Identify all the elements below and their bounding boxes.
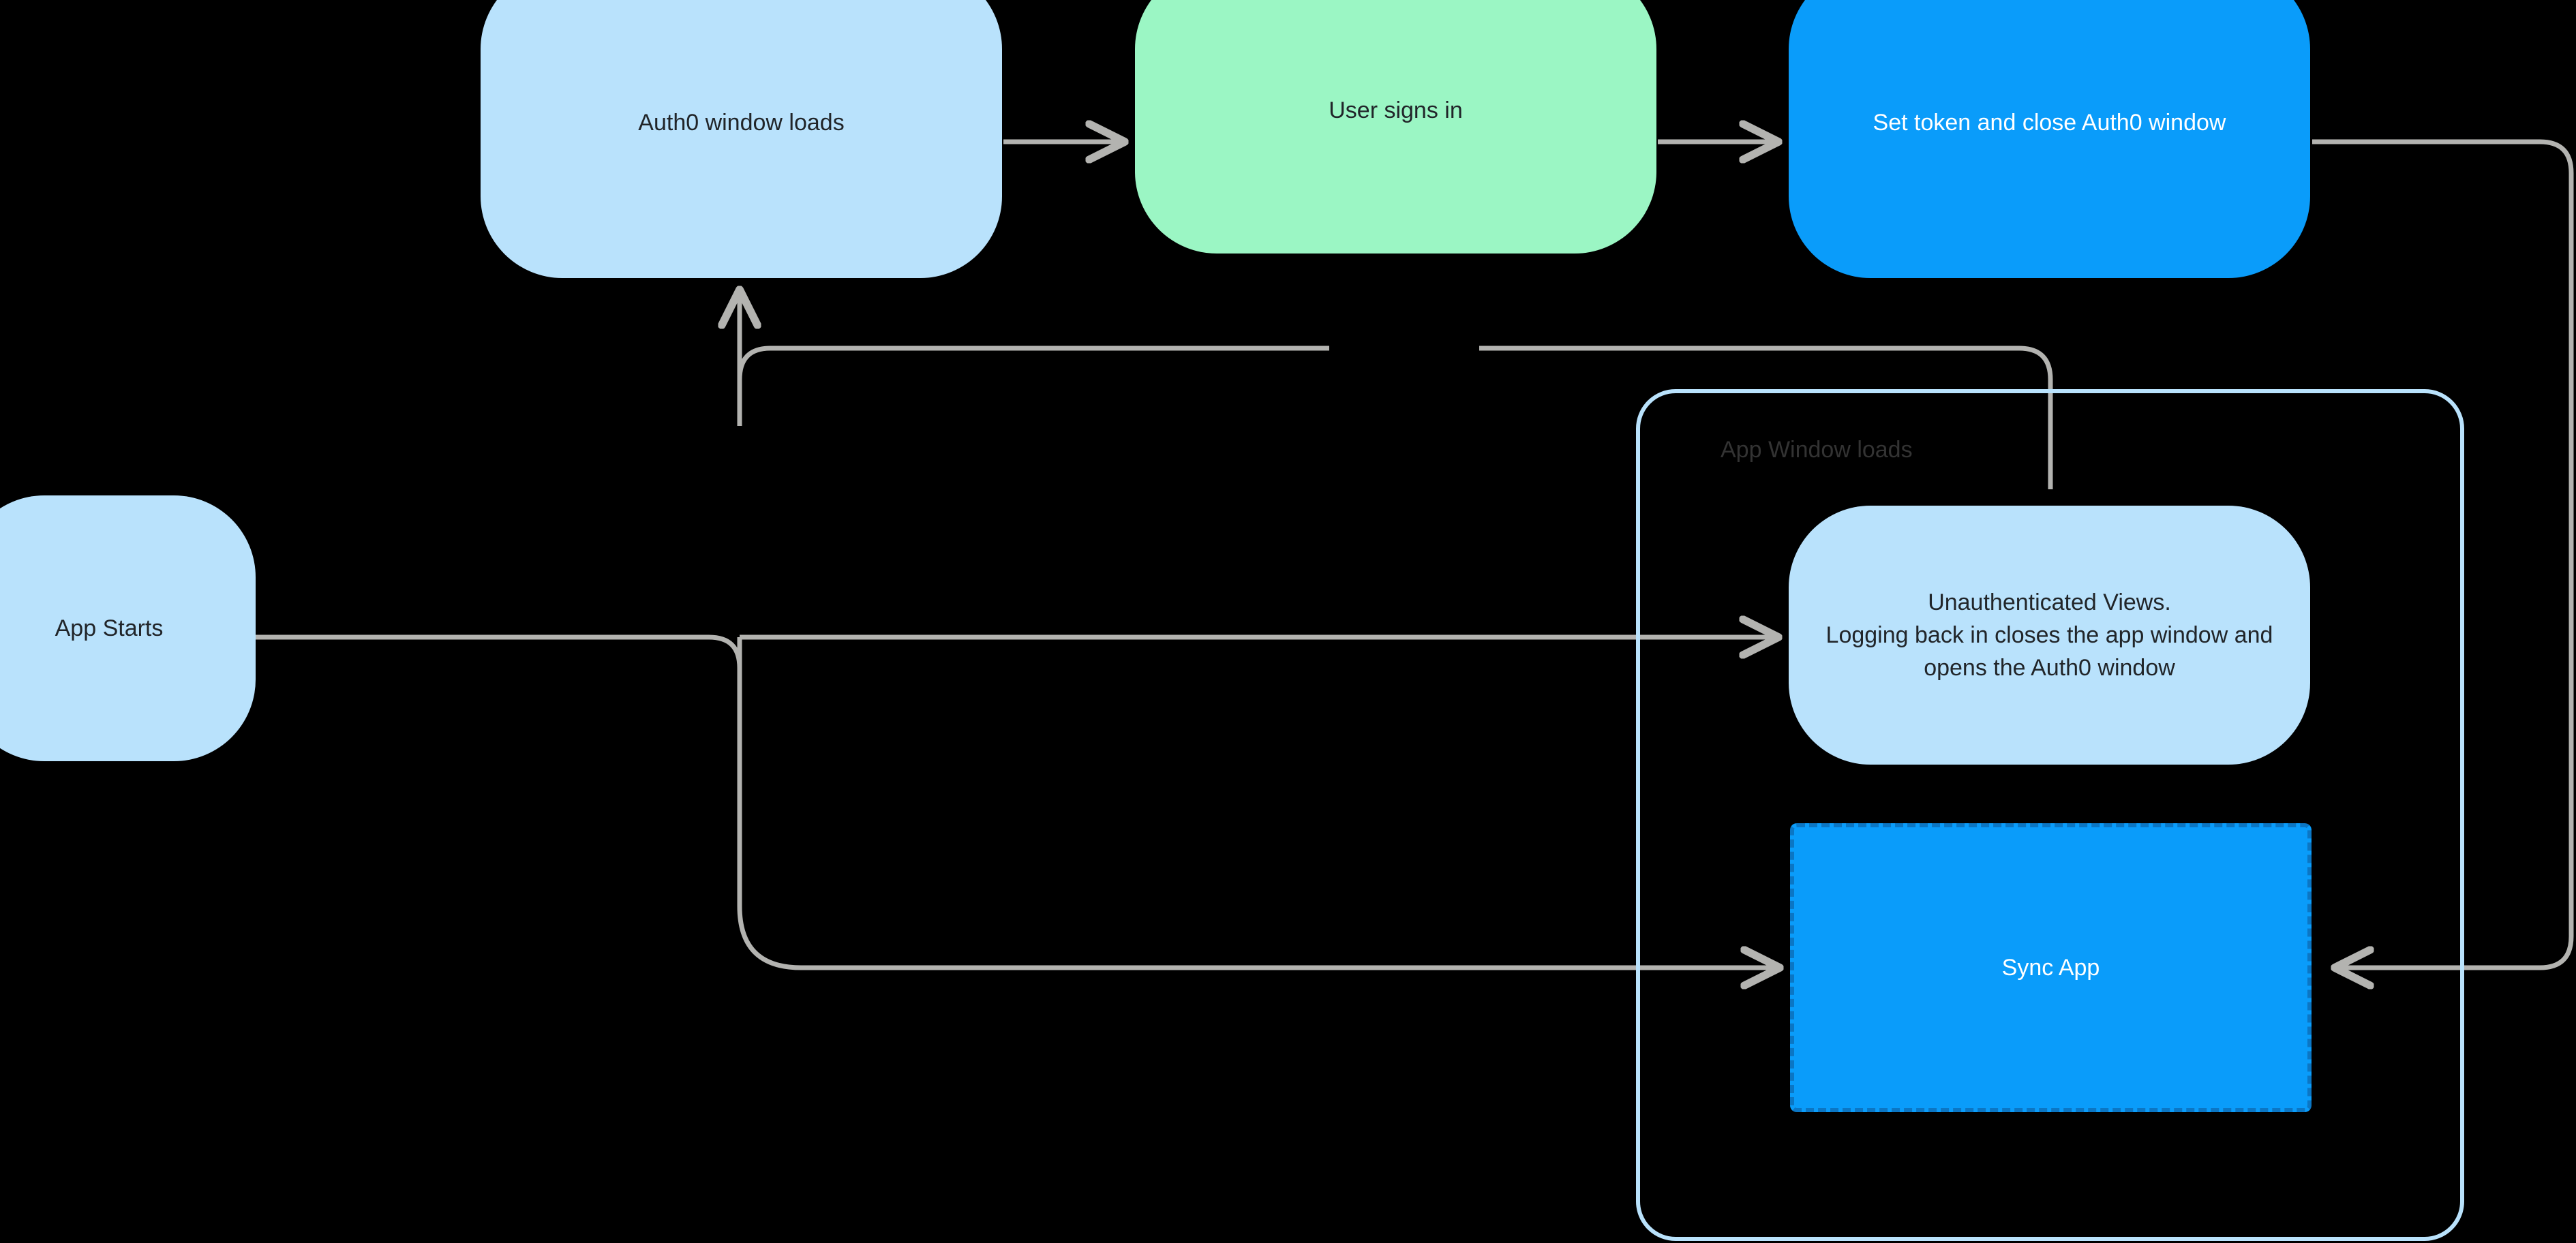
node-auth0-window-loads[interactable]: Auth0 window loads xyxy=(481,0,1002,278)
node-unauthenticated-views-label: Unauthenticated Views. Logging back in c… xyxy=(1825,589,2273,681)
node-auth0-window-loads-label: Auth0 window loads xyxy=(638,109,845,136)
node-set-token-close-auth0-label: Set token and close Auth0 window xyxy=(1873,109,2226,136)
node-app-starts[interactable]: App Starts xyxy=(0,495,256,761)
edge-appstarts-to-syncapp xyxy=(737,637,1776,968)
subgraph-app-window-loads xyxy=(1636,389,2464,1241)
subgraph-title-app-window-loads: App Window loads xyxy=(1721,437,1913,463)
node-unauthenticated-views[interactable]: Unauthenticated Views. Logging back in c… xyxy=(1789,506,2310,765)
node-sync-app-label: Sync App xyxy=(2001,954,2100,981)
node-user-signs-in[interactable]: User signs in xyxy=(1135,0,1656,254)
edge-junction-up-to-auth0 xyxy=(708,634,742,818)
edge-return-rail-left xyxy=(737,346,1329,426)
node-app-starts-label: App Starts xyxy=(55,615,164,641)
node-sync-app[interactable]: Sync App xyxy=(1790,823,2312,1112)
node-user-signs-in-label: User signs in xyxy=(1329,97,1463,123)
node-set-token-close-auth0[interactable]: Set token and close Auth0 window xyxy=(1789,0,2310,278)
